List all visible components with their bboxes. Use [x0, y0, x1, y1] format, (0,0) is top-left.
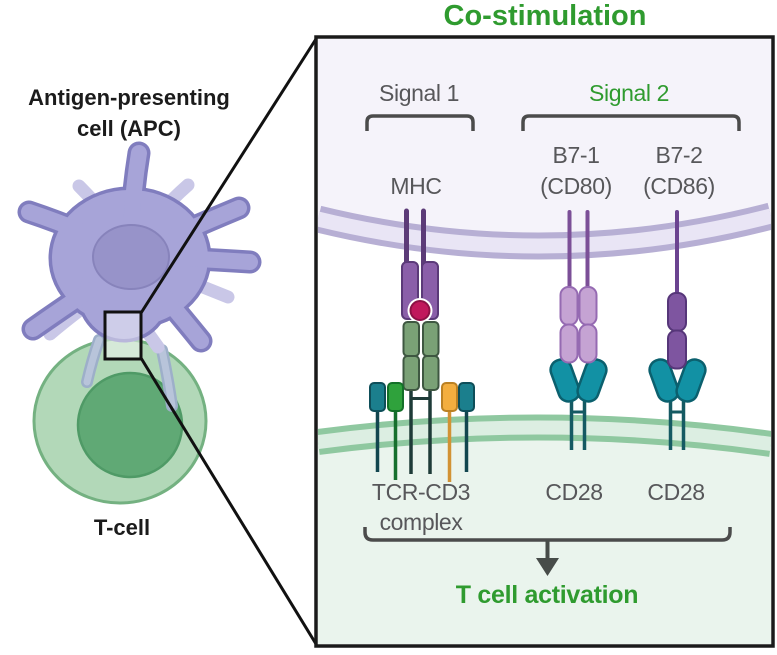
cd28-left-molecule: [549, 358, 608, 450]
apc-cell: [17, 141, 262, 353]
apc-membrane: [318, 202, 771, 260]
signal1-label: Signal 1: [379, 80, 459, 106]
tcell-label: T-cell: [93, 515, 151, 540]
b7-1-molecule: [559, 210, 598, 364]
b7-2-label: B7-2 (CD86): [643, 142, 715, 199]
apc-cytoplasm-region: [318, 39, 771, 247]
zoom-indicator-square: [103, 310, 143, 361]
activation-label: T cell activation: [455, 581, 639, 609]
apc-label: Antigen-presenting cell (APC): [28, 85, 230, 141]
apc-nucleus: [92, 224, 170, 290]
cd28-left-label: CD28: [545, 479, 603, 505]
tcell-membrane: [318, 414, 771, 457]
peptide: [409, 300, 431, 321]
signal2-bracket: [521, 114, 741, 131]
activation-arrow: [536, 540, 559, 576]
inset-box: [314, 35, 775, 648]
apc-pseudopods: [81, 334, 178, 412]
signal1-bracket: [365, 114, 475, 131]
cd3-chain-teal-right: [458, 382, 475, 412]
mhc-label: MHC: [390, 173, 442, 199]
b7-2-molecule: [667, 210, 687, 370]
tcr-cd3-label: TCR-CD3 complex: [371, 479, 471, 535]
mhc-molecule: [401, 208, 439, 323]
cd3-chain-orange: [441, 382, 458, 412]
cd3-chain-green: [387, 382, 404, 412]
cd28-right-label: CD28: [647, 479, 705, 505]
tcr-molecule: [402, 321, 440, 474]
tcell-cytoplasm-region: [318, 427, 771, 644]
zoom-connector-lines: [139, 38, 318, 645]
cd3-chain-teal-left: [369, 382, 386, 412]
cd3-chains: [369, 382, 475, 482]
cd28-right-molecule: [648, 358, 707, 450]
b7-1-label: B7-1 (CD80): [540, 142, 612, 199]
diagram-title: Co-stimulation: [443, 0, 647, 32]
signal2-label: Signal 2: [589, 80, 669, 106]
